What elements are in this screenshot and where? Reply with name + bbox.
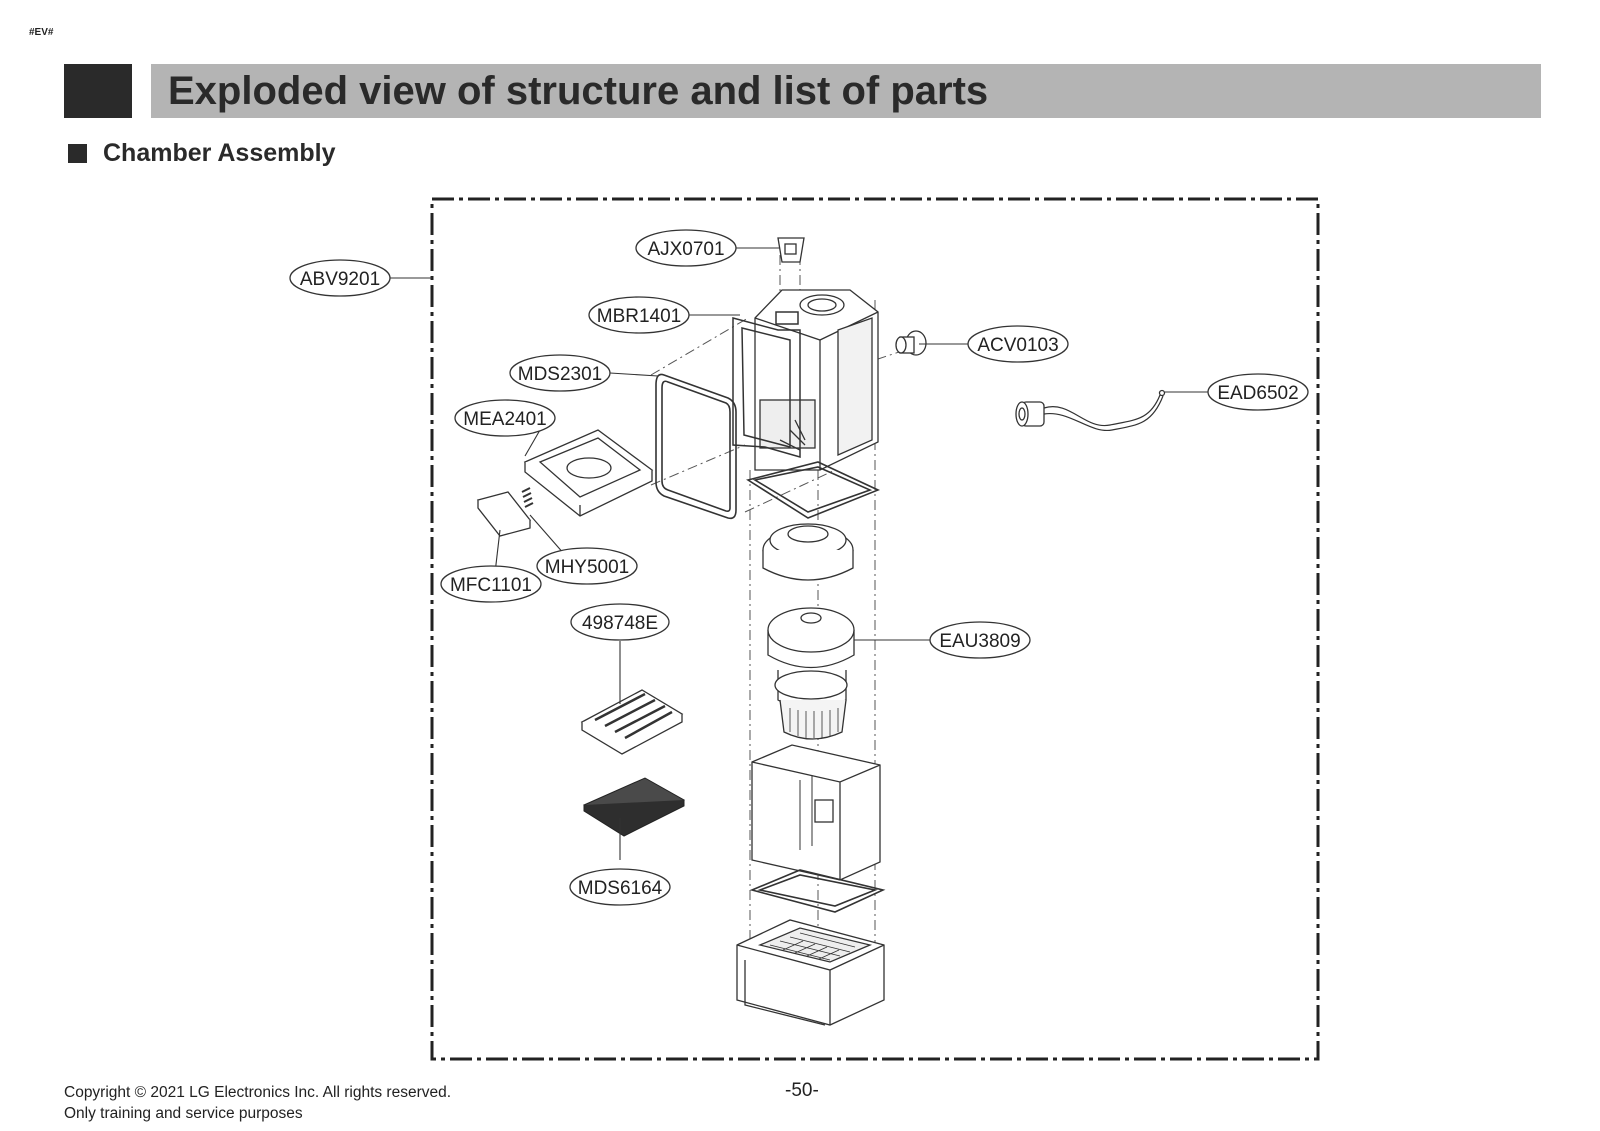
- lower-chamber-body: [751, 744, 881, 881]
- title-bar: [151, 64, 1541, 118]
- callout-label: MHY5001: [545, 557, 630, 578]
- title-marker-block: [64, 64, 132, 118]
- valve-part-acv0103: [895, 330, 927, 356]
- callout-ead6502: EAD6502: [1207, 373, 1309, 411]
- latch-part-mfc1101: [476, 491, 532, 537]
- callout-acv0103: ACV0103: [967, 325, 1069, 363]
- solenoid-part-ead6502: [1015, 389, 1166, 431]
- callout-label: MBR1401: [597, 306, 682, 327]
- gasket-part-mds2301: [655, 373, 737, 520]
- leader-lines: [390, 247, 1208, 860]
- footer-notice: Copyright © 2021 LG Electronics Inc. All…: [64, 1082, 451, 1124]
- callout-label: AJX0701: [647, 239, 724, 260]
- bracket-part-ajx0701: [777, 237, 805, 263]
- callout-label: 498748E: [582, 613, 658, 634]
- callout-mea2401: MEA2401: [454, 399, 556, 437]
- bottom-tray-part: [736, 919, 885, 1026]
- spring-part-mhy5001: [521, 487, 534, 508]
- callout-498748e: 498748E: [570, 603, 670, 641]
- front-frame-part: [732, 311, 801, 458]
- page-title: Exploded view of structure and list of p…: [168, 69, 989, 113]
- callout-ajx0701: AJX0701: [635, 229, 737, 267]
- callout-eau3809: EAU3809: [929, 621, 1031, 659]
- tray-part-mea2401: [523, 429, 654, 517]
- document-tag: #EV#: [29, 27, 54, 38]
- gasket-ring-upper: [746, 461, 881, 519]
- callout-label: ACV0103: [977, 335, 1058, 356]
- gasket-ring-lower: [749, 869, 886, 913]
- callout-label: MEA2401: [463, 409, 546, 430]
- copyright-text: Copyright © 2021 LG Electronics Inc. All…: [64, 1084, 452, 1101]
- callout-label: MDS6164: [578, 878, 663, 899]
- filter-part-498748e: [580, 689, 684, 755]
- section-bullet-icon: [68, 144, 87, 163]
- chamber-housing-top: [754, 289, 879, 471]
- callout-mbr1401: MBR1401: [588, 296, 690, 334]
- callout-label: ABV9201: [300, 269, 380, 290]
- callout-label: MFC1101: [450, 575, 532, 596]
- assembly-boundary-frame: [430, 197, 1320, 1061]
- purpose-text: Only training and service purposes: [64, 1105, 303, 1122]
- page-number: -50-: [785, 1080, 819, 1101]
- callout-mhy5001: MHY5001: [536, 547, 638, 585]
- callout-mfc1101: MFC1101: [440, 565, 542, 603]
- motor-cover-part: [762, 523, 854, 581]
- callout-mds2301: MDS2301: [509, 354, 611, 392]
- callout-label: EAU3809: [939, 631, 1020, 652]
- filter-pad-part-mds6164: [582, 777, 686, 837]
- callout-mds6164: MDS6164: [569, 868, 671, 906]
- motor-part-eau3809: [767, 607, 855, 740]
- callout-abv9201: ABV9201: [289, 259, 391, 297]
- callout-label: MDS2301: [518, 364, 603, 385]
- section-title: Chamber Assembly: [103, 139, 336, 167]
- callout-label: EAD6502: [1217, 383, 1298, 404]
